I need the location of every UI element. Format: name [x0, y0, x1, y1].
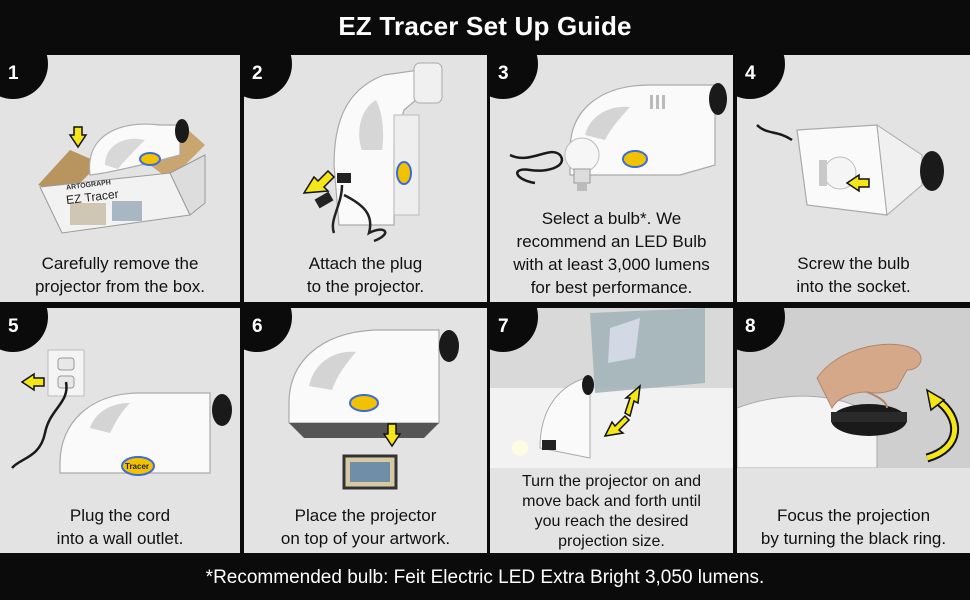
step-7-caption-line4: projection size. — [558, 533, 665, 550]
step-6-caption-line2: on top of your artwork. — [280, 529, 451, 548]
step-3-caption-line1: Select a bulb*. We — [541, 209, 682, 228]
step-3-caption-line3: with at least 3,000 lumens — [513, 255, 710, 274]
place-projector-illustration — [288, 329, 459, 490]
bulb-selection-illustration — [509, 83, 727, 191]
step-7-caption-line1: Turn the projector on and — [521, 473, 702, 490]
step-4-caption-line1: Screw the bulb — [797, 254, 910, 273]
step-4-panel: 4 Screw the bulb into the socket. — [737, 55, 970, 302]
step-5-caption-line1: Plug the cord — [69, 506, 171, 525]
step-7-caption-line2: move back and forth until — [522, 493, 701, 510]
wall-outlet-illustration — [11, 349, 232, 476]
step-3-caption-line2: recommend an LED Bulb — [516, 232, 707, 251]
projector-brand-label: Tracer — [125, 462, 150, 471]
page-title: EZ Tracer Set Up Guide — [0, 0, 970, 52]
projector-in-box-illustration — [38, 119, 206, 234]
step-1-panel: 1 ARTOGRAPH EZ Tracer Carefully remove t… — [0, 55, 240, 302]
step-1-caption-line2: projector from the box. — [34, 277, 206, 296]
step-2-caption-line1: Attach the plug — [308, 254, 423, 273]
step-5-caption-line2: into a wall outlet. — [56, 529, 184, 548]
step-2-panel: 2 Attach the plug to the projector. — [244, 55, 487, 302]
step-7-caption-line3: you reach the desired — [534, 513, 689, 530]
recommended-bulb-note: *Recommended bulb: Feit Electric LED Ext… — [0, 556, 970, 600]
step-6-panel: 6 Place the projector on top of your art… — [244, 308, 487, 553]
step-8-panel: 8 Focus the projection by turning the bl… — [737, 308, 970, 553]
step-2-caption-line2: to the projector. — [306, 277, 425, 296]
step-8-caption-line1: Focus the projection — [776, 506, 931, 525]
step-3-panel: 3 Select a bulb*. We recommend an LED Bu… — [490, 55, 733, 302]
step-7-panel: 7 Turn the projector on and move back an… — [490, 308, 733, 553]
screw-bulb-illustration — [756, 123, 944, 216]
step-4-caption-line2: into the socket. — [796, 277, 911, 296]
step-3-caption-line4: for best performance. — [530, 278, 693, 297]
step-number-badge: 1 — [0, 55, 48, 99]
projection-size-photo — [490, 308, 733, 468]
step-6-caption-line1: Place the projector — [294, 506, 437, 525]
step-1-caption-line1: Carefully remove the — [41, 254, 199, 273]
step-5-panel: 5 Tracer Plug the cord into a wall outle… — [0, 308, 240, 553]
step-8-caption-line2: by turning the black ring. — [760, 529, 947, 548]
attach-plug-illustration — [302, 62, 443, 243]
